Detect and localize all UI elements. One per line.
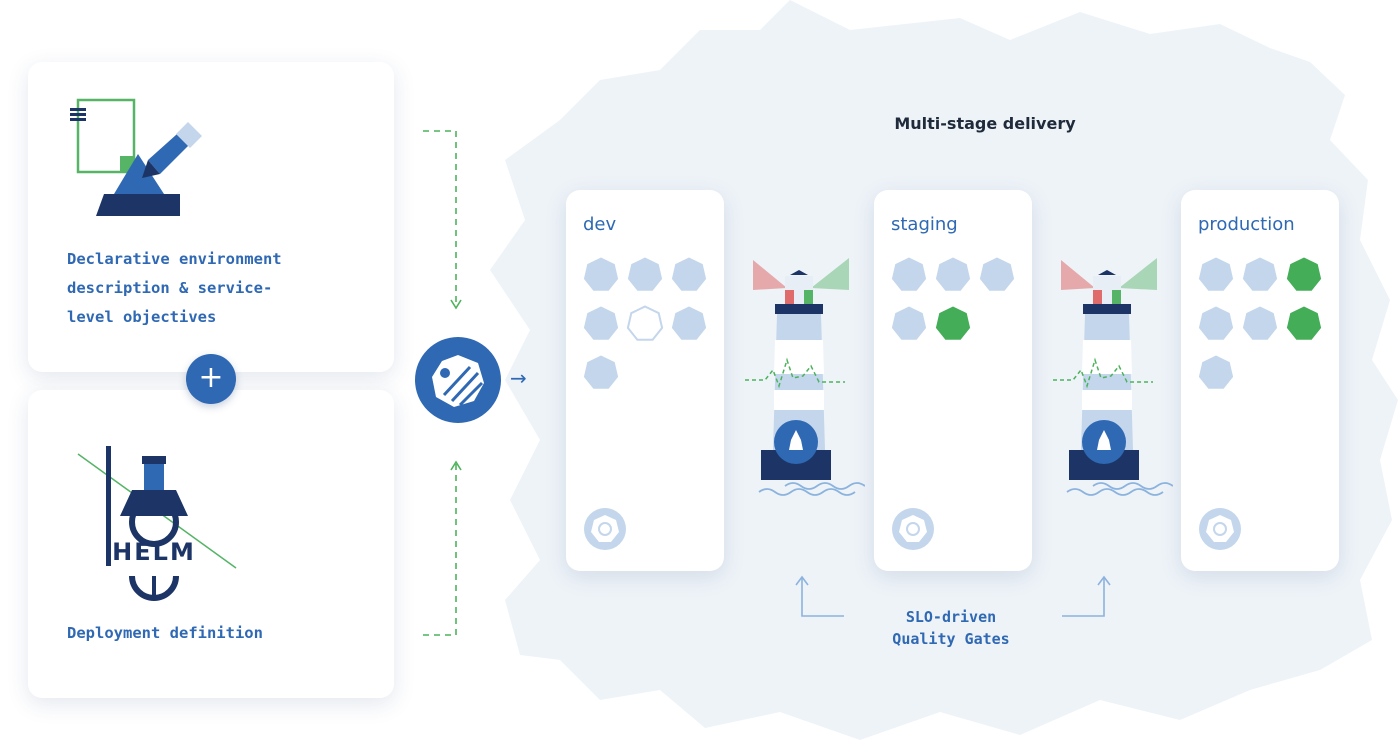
page-title: Multi-stage delivery bbox=[894, 114, 1076, 133]
quality-gates-line: SLO-driven bbox=[905, 608, 997, 626]
declarative-label-line: level objectives bbox=[67, 308, 217, 326]
deployment-definition-card: HELM Deployment definition bbox=[28, 390, 394, 698]
service-icon bbox=[891, 257, 927, 291]
service-grid bbox=[583, 257, 707, 389]
stage-card-dev: dev bbox=[566, 190, 724, 571]
kubernetes-icon bbox=[1199, 508, 1241, 550]
service-icon bbox=[627, 257, 663, 291]
keptn-logo-icon bbox=[415, 337, 501, 423]
service-icon bbox=[1242, 257, 1278, 291]
service-icon bbox=[671, 306, 707, 340]
stage-card-staging: staging bbox=[874, 190, 1032, 571]
service-icon bbox=[891, 306, 927, 340]
quality-gates-line: Quality Gates bbox=[892, 630, 1010, 648]
dashed-connectors bbox=[423, 130, 462, 636]
helm-logo-text: HELM bbox=[112, 538, 196, 566]
kubernetes-icon bbox=[584, 508, 626, 550]
service-grid bbox=[1198, 257, 1322, 389]
service-icon bbox=[626, 305, 664, 341]
helm-captain-logo: HELM bbox=[77, 446, 237, 601]
quality-gates-label: SLO-driven Quality Gates bbox=[856, 606, 1046, 650]
kubernetes-icon bbox=[892, 508, 934, 550]
stage-title: production bbox=[1198, 214, 1295, 235]
service-grid bbox=[891, 257, 1015, 340]
document-pen-icon bbox=[70, 98, 202, 216]
stage-title: dev bbox=[583, 214, 617, 235]
declarative-label: Declarative environment description & se… bbox=[67, 245, 367, 332]
service-icon bbox=[583, 355, 619, 389]
service-icon bbox=[1198, 306, 1234, 340]
lighthouse-icon bbox=[745, 258, 865, 496]
quality-gate-arrows bbox=[795, 575, 1111, 617]
service-icon bbox=[1286, 257, 1322, 291]
service-icon bbox=[1286, 306, 1322, 340]
service-icon bbox=[671, 257, 707, 291]
service-icon bbox=[1242, 306, 1278, 340]
plus-icon: + bbox=[186, 354, 236, 404]
service-icon bbox=[583, 257, 619, 291]
declarative-label-line: description & service- bbox=[67, 279, 273, 297]
service-icon bbox=[935, 257, 971, 291]
service-icon bbox=[979, 257, 1015, 291]
declarative-environment-card: Declarative environment description & se… bbox=[28, 62, 394, 372]
arrow-right-icon: → bbox=[510, 366, 527, 390]
deployment-label: Deployment definition bbox=[67, 624, 263, 642]
lighthouse-icon bbox=[1053, 258, 1173, 496]
declarative-label-line: Declarative environment bbox=[67, 250, 282, 268]
service-icon bbox=[1198, 355, 1234, 389]
service-icon bbox=[935, 306, 971, 340]
stage-title: staging bbox=[891, 214, 958, 235]
stage-card-production: production bbox=[1181, 190, 1339, 571]
service-icon bbox=[583, 306, 619, 340]
service-icon bbox=[1198, 257, 1234, 291]
